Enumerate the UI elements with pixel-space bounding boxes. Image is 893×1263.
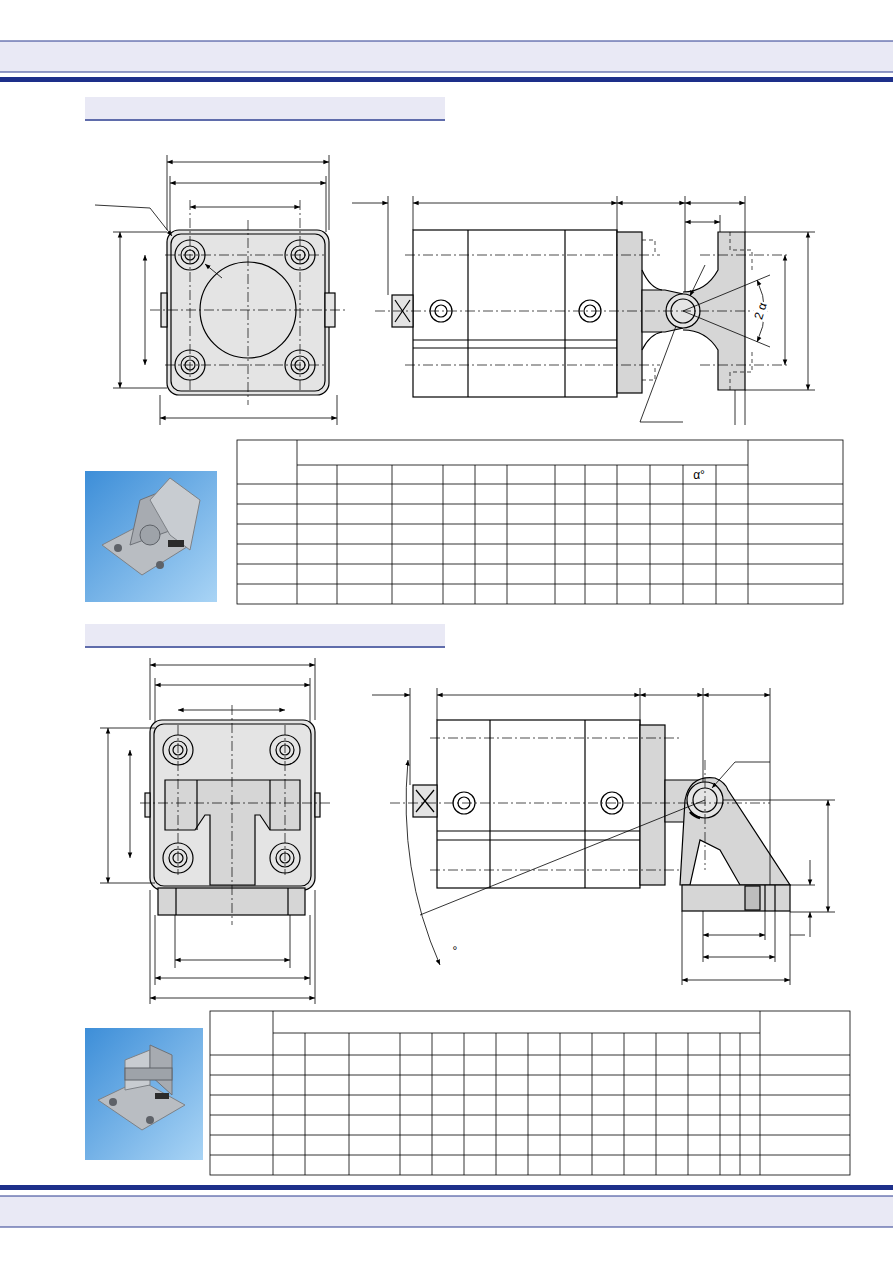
- product-photo: [85, 471, 217, 602]
- dimension-table: [210, 1011, 850, 1175]
- product-photo: [85, 1028, 203, 1160]
- section-bar: [85, 97, 445, 647]
- side-view-1: [352, 196, 815, 425]
- dimension-table: [237, 440, 843, 604]
- table-header: α°: [692, 468, 706, 482]
- front-view-2: [100, 658, 330, 1004]
- angle-dimension: °: [452, 944, 459, 958]
- page-band: [0, 41, 893, 1227]
- angle-dimension: 2 α: [750, 300, 769, 322]
- front-view-1: [95, 155, 345, 425]
- side-view-2: [372, 688, 835, 985]
